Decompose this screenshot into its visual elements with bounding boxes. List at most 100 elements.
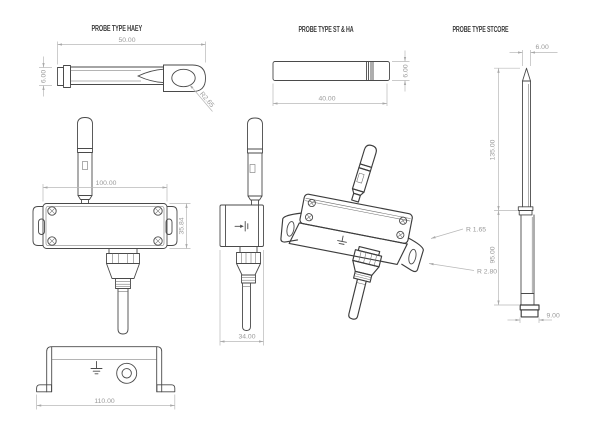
view-probe-stcore: PROBE TYPE STCORE 6.00: [453, 25, 560, 323]
screw-head: [47, 206, 57, 216]
probe-stem-iso: [348, 278, 367, 320]
mounting-slot-left: [38, 218, 45, 235]
probe-haey-eyelet: [171, 68, 196, 88]
view-transmitter-iso: R 1.65 R 2.80: [280, 144, 497, 320]
mounting-foot-left: [36, 384, 52, 393]
enclosure-lid-seam: [45, 206, 165, 246]
dimension-iso-flange-radius: R 2.80: [428, 263, 497, 276]
antenna-side: [247, 117, 263, 206]
dim-label-st-ha-length: 40.00: [318, 96, 335, 103]
dimension-stcore-upper-length: 135.00: [490, 67, 520, 211]
earth-ground-symbol: [90, 361, 103, 375]
screw-head: [399, 216, 408, 225]
view-probe-haey: PROBE TYPE HAEY 50.00 6.00: [39, 24, 215, 112]
probe-stcore-title: PROBE TYPE STCORE: [453, 25, 510, 34]
view-transmitter-front: 100.00 35.84: [32, 117, 191, 335]
dim-label-side-depth: 34.00: [238, 334, 255, 341]
gland-taper: [106, 263, 140, 279]
enclosure-iso: [280, 193, 424, 273]
probe-stem-side: [242, 282, 251, 331]
mounting-foot-right: [156, 384, 176, 393]
dim-label-iso-slot-radius: R 1.65: [466, 227, 486, 234]
mounting-slot-iso-right: [408, 248, 417, 265]
mounting-slot-iso-left: [286, 221, 295, 237]
probe-haey-collar: [63, 65, 71, 88]
dimension-side-depth: 34.00: [219, 250, 264, 346]
antenna-iso: [351, 144, 377, 203]
dim-label-front-height: 35.84: [179, 217, 186, 234]
dim-label-st-ha-diameter: 6.00: [403, 64, 410, 77]
mounting-slot-right: [165, 218, 173, 235]
probe-haey-blade-bottom: [137, 75, 164, 84]
probe-st-ha-title: PROBE TYPE ST & HA: [299, 25, 354, 34]
mounting-ear-iso-left: [280, 212, 302, 243]
screw-head: [305, 213, 314, 222]
cable-gland-front: [106, 248, 140, 335]
probe-stcore-drawing: [517, 67, 540, 318]
gland-hole-inner: [121, 368, 132, 379]
dimension-st-ha-diameter: 6.00: [392, 50, 410, 92]
dimension-haey-diameter: 6.00: [39, 56, 52, 97]
gland-hole-outer: [116, 362, 138, 384]
gland-neck: [115, 278, 131, 289]
antenna-top-section: [77, 117, 93, 149]
enclosure-iso-lid: [299, 193, 413, 244]
antenna-front: [77, 117, 93, 204]
dim-label-stcore-tip-diameter: 6.00: [536, 44, 549, 51]
dimension-bottom-width: 110.00: [36, 394, 176, 410]
dimension-st-ha-length: 40.00: [272, 83, 388, 106]
dim-label-stcore-end-diameter: 9.00: [547, 313, 560, 320]
probe-haey-endcap: [57, 67, 64, 86]
dimension-front-width: 100.00: [42, 180, 168, 202]
enclosure-iso-side-face: [288, 222, 408, 265]
probe-st-ha-body: [272, 61, 390, 81]
antenna-lower-section: [77, 152, 93, 196]
dim-label-stcore-lower-length: 95.00: [490, 246, 497, 263]
enclosure-bottom-body: [46, 346, 163, 393]
dimension-stcore-tip-diameter: 6.00: [509, 44, 558, 66]
dim-label-front-width: 100.00: [96, 180, 117, 187]
dimension-haey-length: 50.00: [57, 37, 206, 65]
probe-stem-front: [117, 288, 129, 335]
dim-label-bottom-width: 110.00: [94, 398, 115, 405]
dim-label-haey-diameter: 6.00: [41, 70, 48, 83]
enclosure-bottom: [36, 346, 176, 393]
antenna-connector: [81, 199, 89, 204]
probe-haey-shaft: [70, 66, 164, 85]
probe-st-ha-drawing: [272, 61, 390, 81]
dimension-iso-slot-radius: R 1.65: [430, 227, 486, 239]
dimension-front-height: 35.84: [169, 203, 191, 249]
view-transmitter-bottom: 110.00: [36, 346, 176, 410]
screw-head: [153, 206, 163, 216]
cable-gland-iso: [348, 245, 383, 320]
earth-ground-symbol: [337, 235, 347, 245]
dim-label-iso-flange-radius: R 2.80: [477, 269, 497, 276]
probe-haey-blade-top: [137, 68, 164, 77]
screw-head: [396, 230, 405, 240]
enclosure-side: [219, 204, 264, 247]
mounting-ear-left: [32, 206, 44, 246]
view-probe-st-ha: PROBE TYPE ST & HA 40.00 6.00: [272, 25, 410, 106]
screw-head: [153, 236, 163, 246]
dimension-stcore-end-diameter: 9.00: [507, 313, 560, 323]
dim-label-haey-length: 50.00: [118, 37, 135, 44]
gland-flange: [108, 248, 138, 254]
mounting-ear-iso-right: [401, 237, 424, 273]
probe-haey-drawing: [57, 64, 206, 92]
probe-haey-title: PROBE TYPE HAEY: [92, 24, 143, 33]
probe-stcore-endcap: [519, 304, 540, 311]
probe-stcore-tip: [522, 67, 531, 82]
screw-head: [47, 236, 57, 246]
enclosure-front: [32, 203, 178, 249]
dim-label-stcore-upper-length: 135.00: [490, 139, 497, 160]
dim-label-haey-radius: R2.65: [198, 91, 215, 109]
gland-nut: [106, 253, 140, 264]
screw-head: [307, 198, 316, 208]
antenna-base: [77, 195, 93, 200]
mounting-ear-right: [166, 206, 178, 246]
earth-ground-symbol: [234, 221, 249, 232]
probe-stcore-collar: [517, 206, 534, 211]
cable-gland-side: [236, 246, 261, 331]
